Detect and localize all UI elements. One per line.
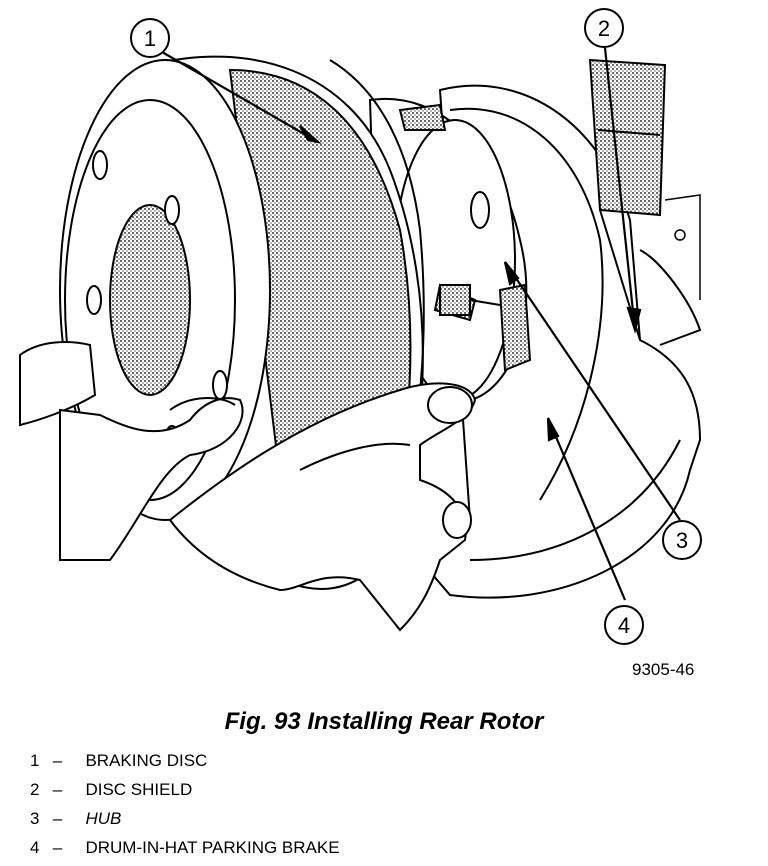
legend: 1 – BRAKING DISC 2 – DISC SHIELD 3 – HUB…: [30, 750, 340, 866]
legend-item-number: 4: [30, 838, 40, 857]
legend-item: 1 – BRAKING DISC: [30, 750, 340, 779]
callout-2: 2: [584, 8, 624, 48]
legend-item-number: 2: [30, 780, 40, 799]
callout-4: 4: [604, 605, 644, 645]
legend-item: 3 – HUB: [30, 808, 340, 837]
hands: [19, 341, 477, 632]
callout-2-number: 2: [598, 16, 610, 41]
legend-item-dash: –: [52, 751, 63, 770]
callout-1: 1: [130, 18, 170, 58]
legend-item-label: HUB: [85, 809, 122, 828]
wheel-stud: [439, 284, 501, 316]
legend-item-label: BRAKING DISC: [85, 751, 208, 770]
legend-item: 4 – DRUM-IN-HAT PARKING BRAKE: [30, 837, 340, 866]
rotor-illustration: 1 2 3 4: [19, 8, 702, 645]
callout-4-number: 4: [618, 613, 630, 638]
legend-item-label: DISC SHIELD: [85, 780, 193, 799]
disc-shield: [588, 58, 702, 346]
callout-1-number: 1: [144, 26, 156, 51]
legend-item: 2 – DISC SHIELD: [30, 779, 340, 808]
legend-item-number: 3: [30, 809, 40, 828]
legend-item-dash: –: [52, 838, 63, 857]
legend-item-label: DRUM-IN-HAT PARKING BRAKE: [85, 838, 340, 857]
callout-3: 3: [662, 520, 702, 560]
figure-number-label: 9305-46: [632, 660, 695, 679]
legend-item-number: 1: [30, 751, 40, 770]
callout-3-number: 3: [676, 528, 688, 553]
legend-item-dash: –: [52, 780, 63, 799]
legend-item-dash: –: [52, 809, 63, 828]
leader-lines: [161, 47, 681, 601]
figure-caption: Fig. 93 Installing Rear Rotor: [224, 708, 544, 735]
